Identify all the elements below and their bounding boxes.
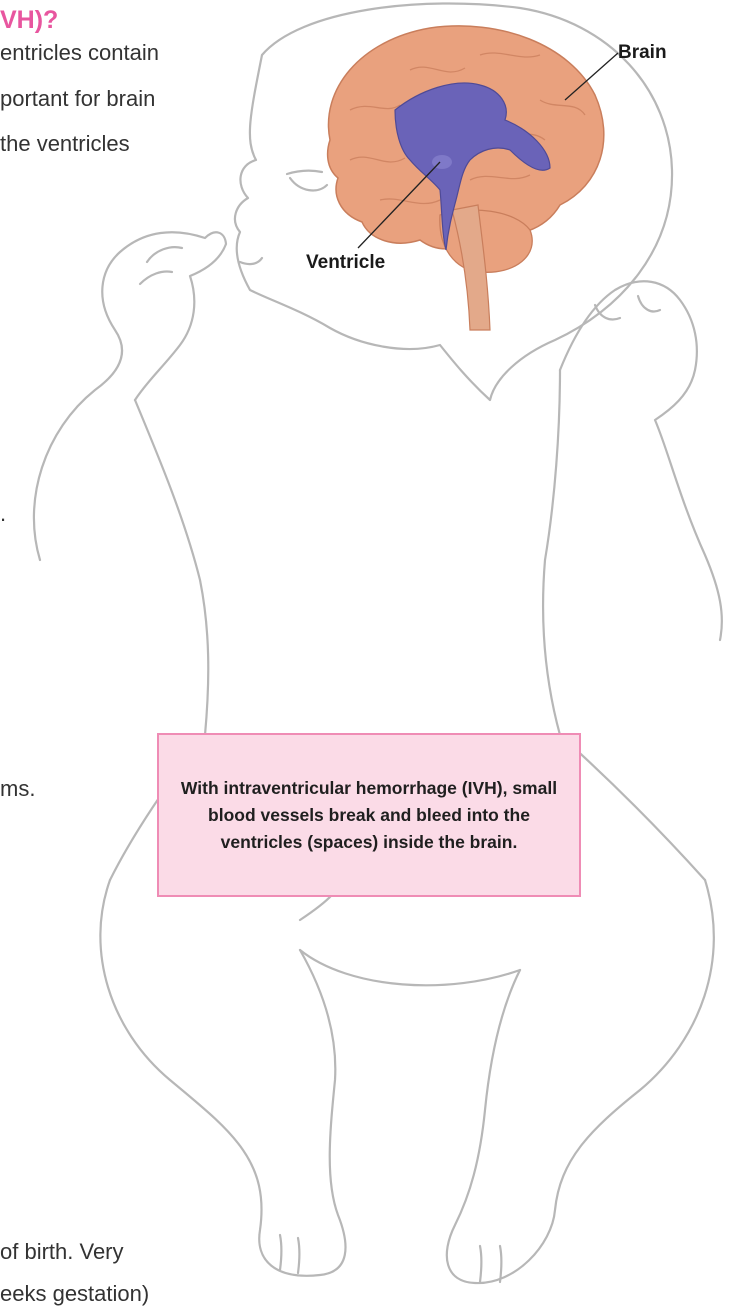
body-text-line-6: of birth. Very [0,1233,124,1271]
body-text-line-2: portant for brain [0,80,155,118]
body-text-line-1: entricles contain [0,34,159,72]
ventricle-label: Ventricle [306,252,385,274]
brain-inset [296,4,626,330]
brain-label: Brain [618,42,667,64]
body-text-line-3: the ventricles [0,125,130,163]
ivh-callout: With intraventricular hemorrhage (IVH), … [157,733,581,897]
body-text-line-4: . [0,495,6,533]
body-text-line-7: eeks gestation) [0,1275,149,1313]
body-text-line-5: ms. [0,770,35,808]
callout-text: With intraventricular hemorrhage (IVH), … [177,775,561,856]
